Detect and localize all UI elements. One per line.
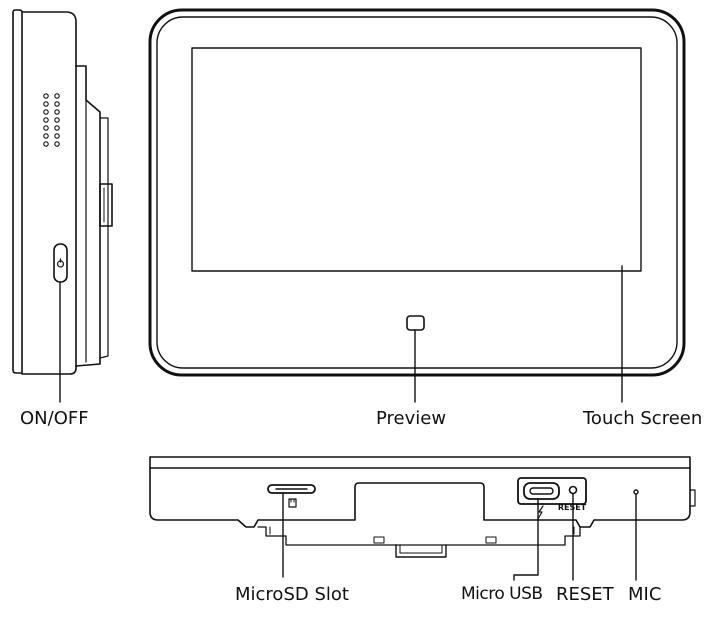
on-off-label: ON/OFF [20, 408, 89, 429]
micro-usb-port-icon [517, 477, 587, 520]
micro-usb-leader-line [513, 498, 539, 581]
reset-button-icon [568, 485, 578, 495]
micro-usb-label: Micro USB [461, 584, 543, 604]
mic-label: MIC [628, 584, 662, 605]
microsd-slot-label: MicroSD Slot [235, 584, 349, 605]
reset-print-text: RESET [558, 503, 587, 512]
touch-screen [191, 47, 642, 272]
side-view [12, 9, 113, 375]
bottom-view [149, 456, 696, 558]
speaker-grille-icon [43, 93, 60, 147]
mic-hole-icon [633, 489, 639, 495]
power-switch-icon [53, 243, 68, 283]
microsd-slot-icon [267, 484, 316, 508]
preview-camera-icon [406, 315, 425, 331]
reset-label: RESET [556, 584, 614, 605]
front-view [148, 8, 686, 377]
preview-label: Preview [376, 408, 447, 429]
lightning-icon [537, 505, 544, 520]
touch-screen-label: Touch Screen [583, 408, 703, 429]
